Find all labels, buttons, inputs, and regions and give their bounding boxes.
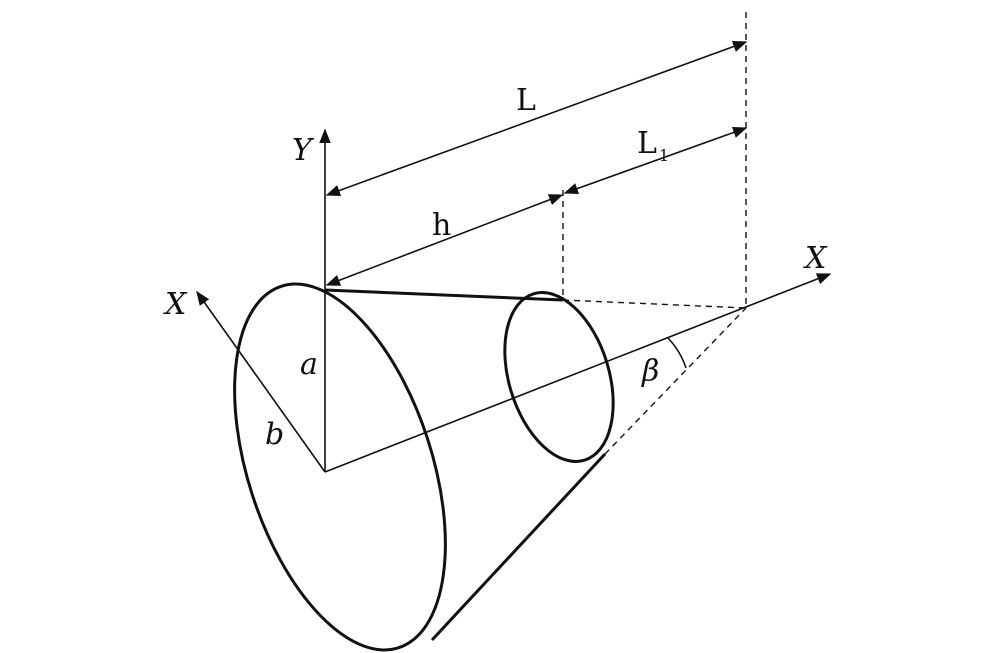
dashed-top-generator-extension [562,299,747,309]
label-L: L [516,83,536,118]
label-L1-sub: 1 [659,146,669,165]
label-b: b [265,417,284,452]
dashed-bottom-generator-extension [604,307,747,455]
label-y-axis: Y [292,133,315,168]
x-axis-central [324,273,832,473]
label-x-axis-right: X [803,241,828,276]
label-h: h [432,208,451,243]
dimension-line-L [325,41,748,196]
top-generator-line [324,288,564,302]
large-base-ellipse [233,282,447,652]
beta-angle-arc [667,337,687,369]
dimension-line-L1 [563,126,748,195]
label-beta: β [641,354,659,389]
label-L1-main: L [637,126,657,161]
dimension-line-h [325,194,564,286]
bottom-generator-line [430,452,607,642]
label-x-axis-left: X [163,287,188,322]
small-top-ellipse [503,291,615,463]
label-a: a [300,347,318,382]
x-axis-left [196,290,326,473]
